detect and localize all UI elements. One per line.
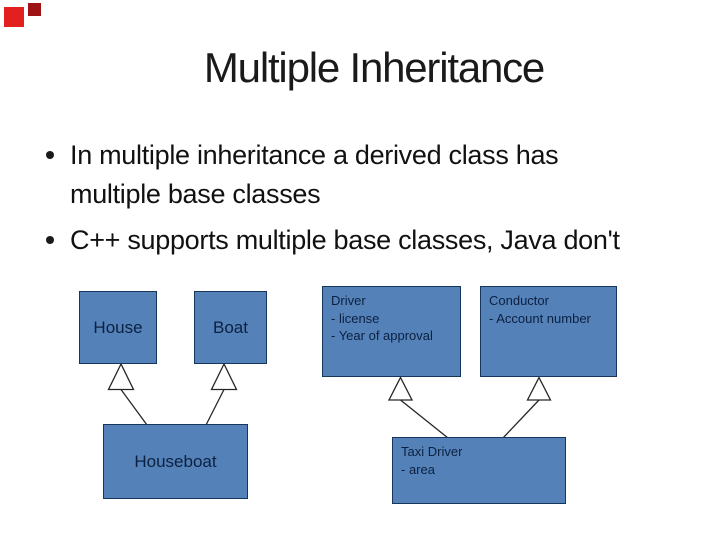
slide-decoration-dark-red-square (28, 3, 41, 16)
class-title: Driver (331, 293, 366, 308)
class-box-boat: Boat (194, 291, 267, 364)
class-box-driver: Driver - license - Year of approval (322, 286, 461, 377)
class-attribute: - license (331, 310, 380, 326)
generalization-arrow-driver-icon (387, 376, 414, 401)
connector-line-houseboat-house (120, 389, 148, 426)
class-title: Taxi Driver (401, 444, 463, 459)
slide-title: Multiple Inheritance (203, 44, 545, 91)
class-title: Conductor (489, 293, 549, 308)
class-box-conductor: Conductor - Account number (480, 286, 617, 377)
bullet-list: In multiple inheritance a derived class … (46, 136, 686, 267)
connector-line-taxidriver-conductor (502, 399, 540, 439)
bullet-item: In multiple inheritance a derived class … (46, 136, 686, 214)
bullet-text: C++ supports multiple base classes, Java… (70, 221, 620, 260)
generalization-arrow-boat-icon (210, 362, 238, 391)
bullet-line: C++ supports multiple base classes, Java… (70, 225, 620, 255)
bullet-item: C++ supports multiple base classes, Java… (46, 221, 686, 260)
slide-decoration-red-square (4, 7, 24, 27)
bullet-line: multiple base classes (70, 179, 321, 209)
bullet-dot-icon (46, 151, 54, 159)
class-label: House (93, 317, 143, 337)
generalization-arrow-house-icon (107, 362, 135, 391)
class-label: Houseboat (134, 451, 217, 471)
connector-line-taxidriver-driver (400, 399, 449, 439)
class-attribute: - Year of approval (331, 328, 433, 343)
class-box-taxi-driver: Taxi Driver - area (392, 437, 566, 504)
generalization-arrow-conductor-icon (526, 376, 552, 401)
bullet-line: In multiple inheritance a derived class … (70, 140, 559, 170)
class-attribute: - area (401, 461, 435, 477)
class-attribute: - Account number (489, 310, 591, 326)
class-label: Boat (213, 317, 248, 337)
bullet-dot-icon (46, 236, 54, 244)
class-box-houseboat: Houseboat (103, 424, 248, 499)
connector-line-houseboat-boat (205, 389, 225, 426)
class-box-house: House (79, 291, 157, 364)
bullet-text: In multiple inheritance a derived class … (70, 136, 559, 214)
